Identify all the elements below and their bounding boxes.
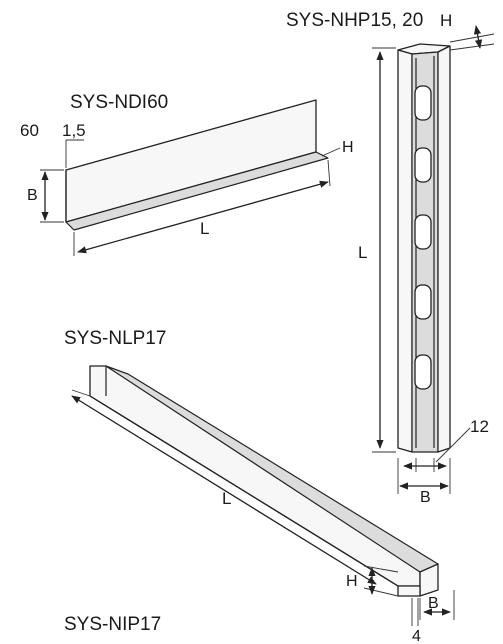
nhp-slot — [414, 147, 432, 183]
ndi60-vertical-plate — [65, 99, 317, 223]
nhp-slot — [414, 214, 432, 250]
nlp17-flange — [105, 365, 439, 573]
ndi60-dim-b-label: B — [27, 187, 38, 204]
ndi60-dim-l-label: L — [200, 219, 209, 238]
nhp-dim-b-label: B — [420, 489, 431, 506]
nlp17-thickness-label: 4 — [412, 628, 421, 644]
nhp-slot — [414, 284, 432, 320]
ndi60-title: SYS-NDI60 — [70, 92, 168, 113]
nlp17-dim-b-label: B — [428, 595, 439, 612]
nhp-slot — [414, 354, 432, 390]
nhp-dim-h-arrow — [473, 25, 483, 49]
nlp17-dim-l-label: L — [222, 489, 231, 508]
nhp-dim-l-label: L — [358, 243, 367, 262]
nhp-title: SYS-NHP15, 20 — [286, 10, 423, 31]
nhp-channel-body — [397, 49, 413, 453]
nlp17-dim-l-arrow — [71, 395, 377, 585]
nlp17-vertical-wall — [89, 365, 421, 587]
nlp17-title: SYS-NLP17 — [64, 328, 166, 349]
nhp-slot-width-label: 12 — [470, 417, 489, 436]
ndi60-drawing — [40, 99, 341, 256]
nlp17-drawing — [71, 365, 455, 626]
nhp-slot — [414, 85, 432, 121]
ndi60-thickness-value: 1,5 — [62, 121, 86, 140]
nip17-title: SYS-NIP17 — [64, 614, 161, 635]
nhp-dim-h-label: H — [440, 11, 452, 30]
nlp17-dim-h-label: H — [346, 573, 358, 590]
ndi60-height-value: 60 — [20, 121, 39, 140]
nhp-drawing — [372, 25, 495, 494]
ndi60-dim-h-label: H — [342, 139, 354, 156]
ndi60-dim-l-arrow — [77, 180, 329, 254]
